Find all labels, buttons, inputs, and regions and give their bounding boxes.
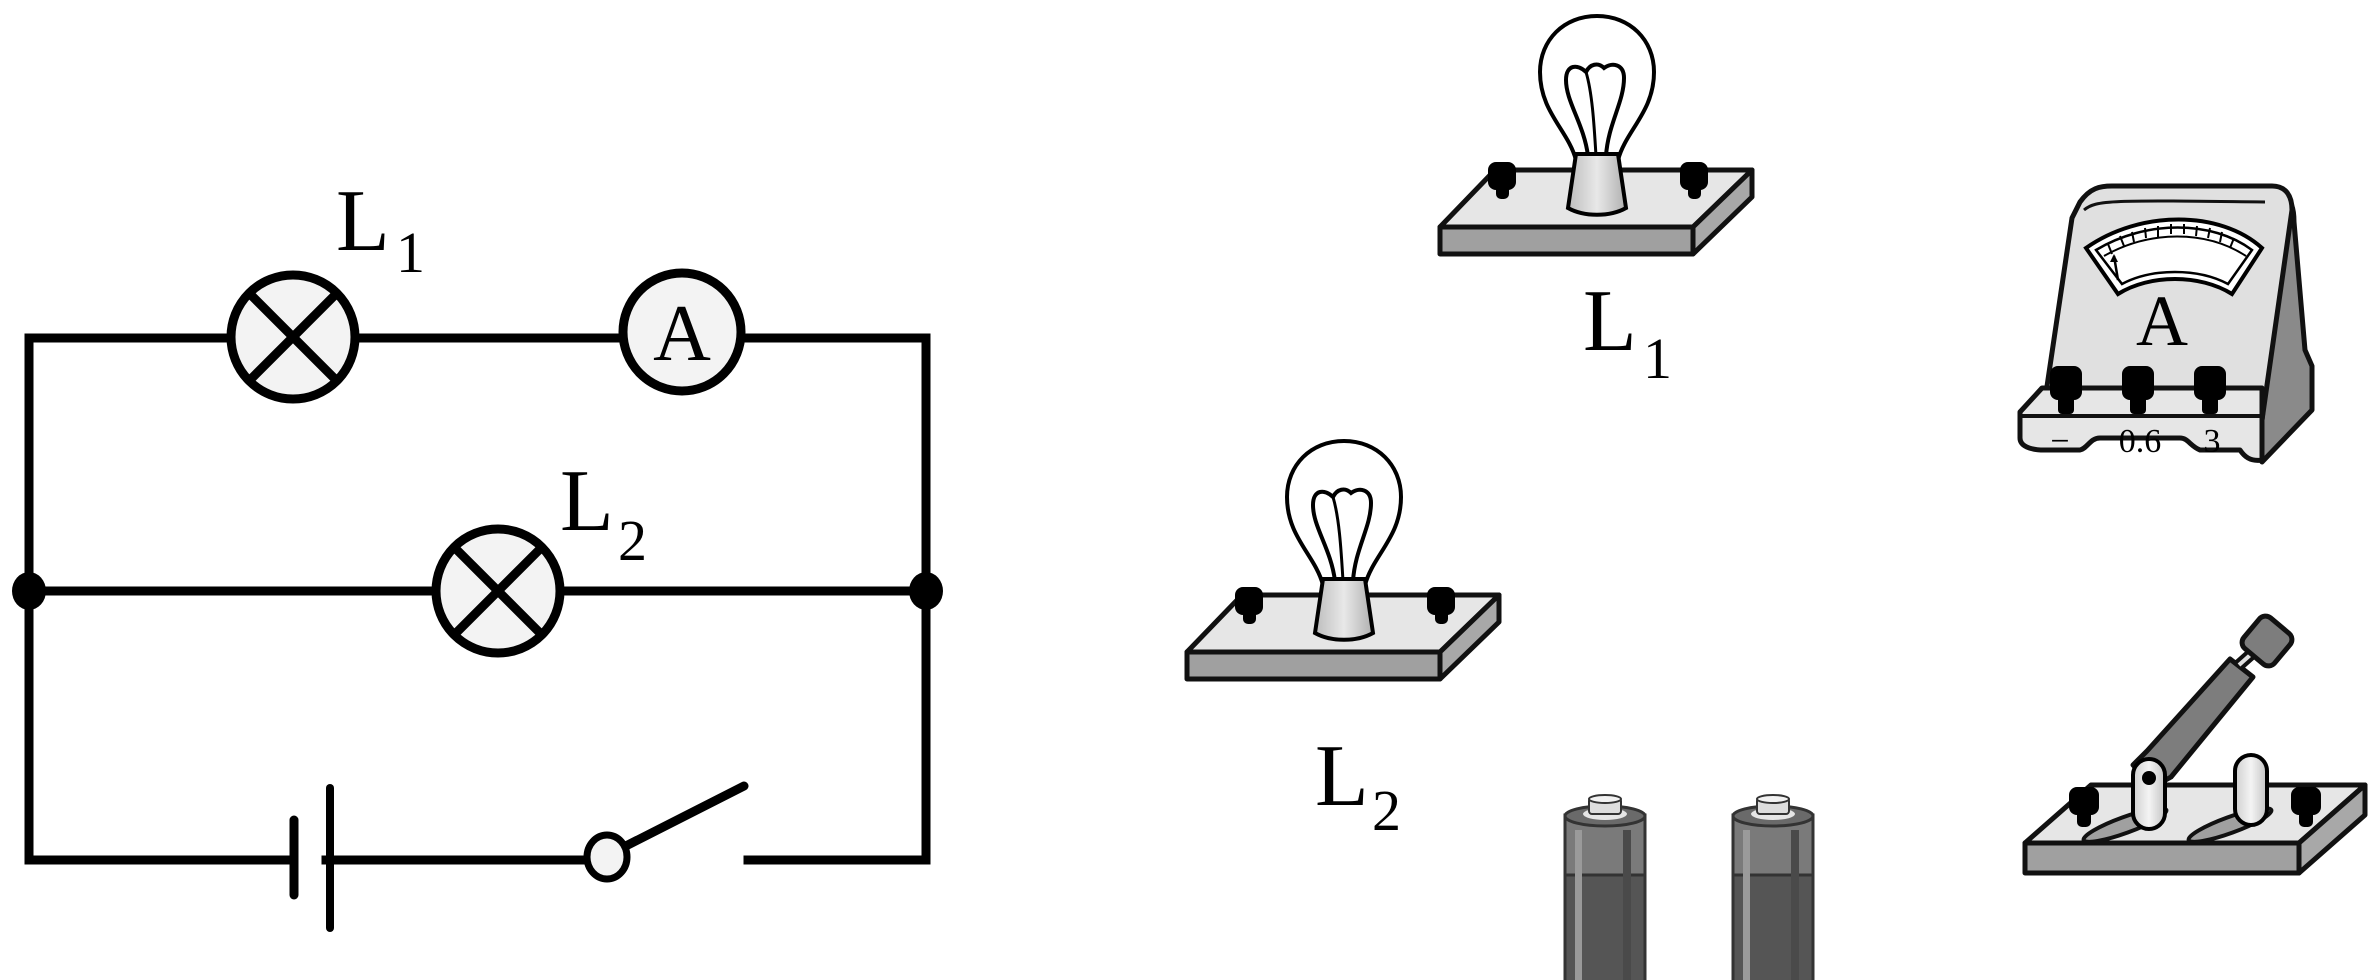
bulb-filament: [1310, 487, 1374, 582]
terminal-label-negative: −: [2050, 423, 2069, 460]
bulb-glass-icon: [1284, 438, 1404, 587]
bulb-l2-subscript: 2: [1372, 778, 1401, 843]
lamp-l2-label: L: [560, 453, 614, 550]
terminal-post-left: [2069, 787, 2099, 827]
board-front: [1437, 224, 1696, 257]
ammeter-dial: [2083, 217, 2265, 297]
terminal-post-right: [1680, 162, 1708, 199]
junction-dot-right: [909, 572, 943, 610]
wire-top-left: [24, 333, 297, 865]
bulb-socket: [1565, 152, 1629, 217]
terminal-0-6[interactable]: [2122, 366, 2154, 414]
bulb-filament: [1563, 62, 1627, 157]
dial-ticks: [2103, 224, 2247, 257]
ammeter-face-letter: A: [2136, 281, 2188, 361]
ammeter-base: [2017, 385, 2265, 463]
terminal-post-right: [1427, 587, 1455, 624]
knife-switch[interactable]: [2022, 613, 2368, 876]
terminal-3[interactable]: [2194, 366, 2226, 414]
bulb-socket: [1312, 577, 1376, 642]
battery-symbol: [289, 784, 334, 932]
bulb-board-l2[interactable]: [1184, 438, 1502, 682]
terminal-negative[interactable]: [2050, 366, 2082, 414]
bulb-l1-label: L: [1583, 273, 1637, 370]
terminal-label-0-6: 0.6: [2119, 423, 2162, 460]
ammeter-device[interactable]: A − 0.6 3: [2017, 183, 2315, 465]
switch-board-front: [2022, 840, 2302, 876]
lamp-symbol-l1: [226, 270, 360, 404]
lamp-symbol-l2: [431, 524, 565, 658]
terminal-label-3: 3: [2204, 423, 2221, 460]
ammeter-symbol: A: [618, 268, 746, 396]
battery-cell-2[interactable]: [1731, 794, 1815, 980]
lamp-l1-subscript: 1: [396, 220, 425, 285]
terminal-post-left: [1488, 162, 1516, 199]
wire-top-right: [737, 333, 931, 865]
bulb-l1-subscript: 1: [1643, 326, 1672, 391]
switch-symbol-open: [583, 781, 749, 883]
bulb-glass-icon: [1537, 13, 1657, 162]
terminal-post-right: [2291, 787, 2321, 827]
board-side: [1437, 592, 1502, 682]
battery-cell-1[interactable]: [1563, 794, 1647, 980]
board-side: [1690, 167, 1755, 257]
contact-post: [2233, 753, 2269, 827]
junction-dot-left: [12, 572, 46, 610]
terminal-post-left: [1235, 587, 1263, 624]
bulb-l2-label: L: [1315, 728, 1369, 825]
switch-board-side: [2296, 782, 2368, 876]
lamp-l2-subscript: 2: [618, 508, 647, 573]
svg-text:A: A: [653, 290, 711, 378]
board-front: [1184, 649, 1443, 682]
lamp-l1-label: L: [336, 173, 390, 270]
hinge-post: [2131, 757, 2167, 831]
bulb-board-l1[interactable]: [1437, 13, 1755, 257]
circuit-schematic: L 1 A L 2: [12, 173, 943, 932]
